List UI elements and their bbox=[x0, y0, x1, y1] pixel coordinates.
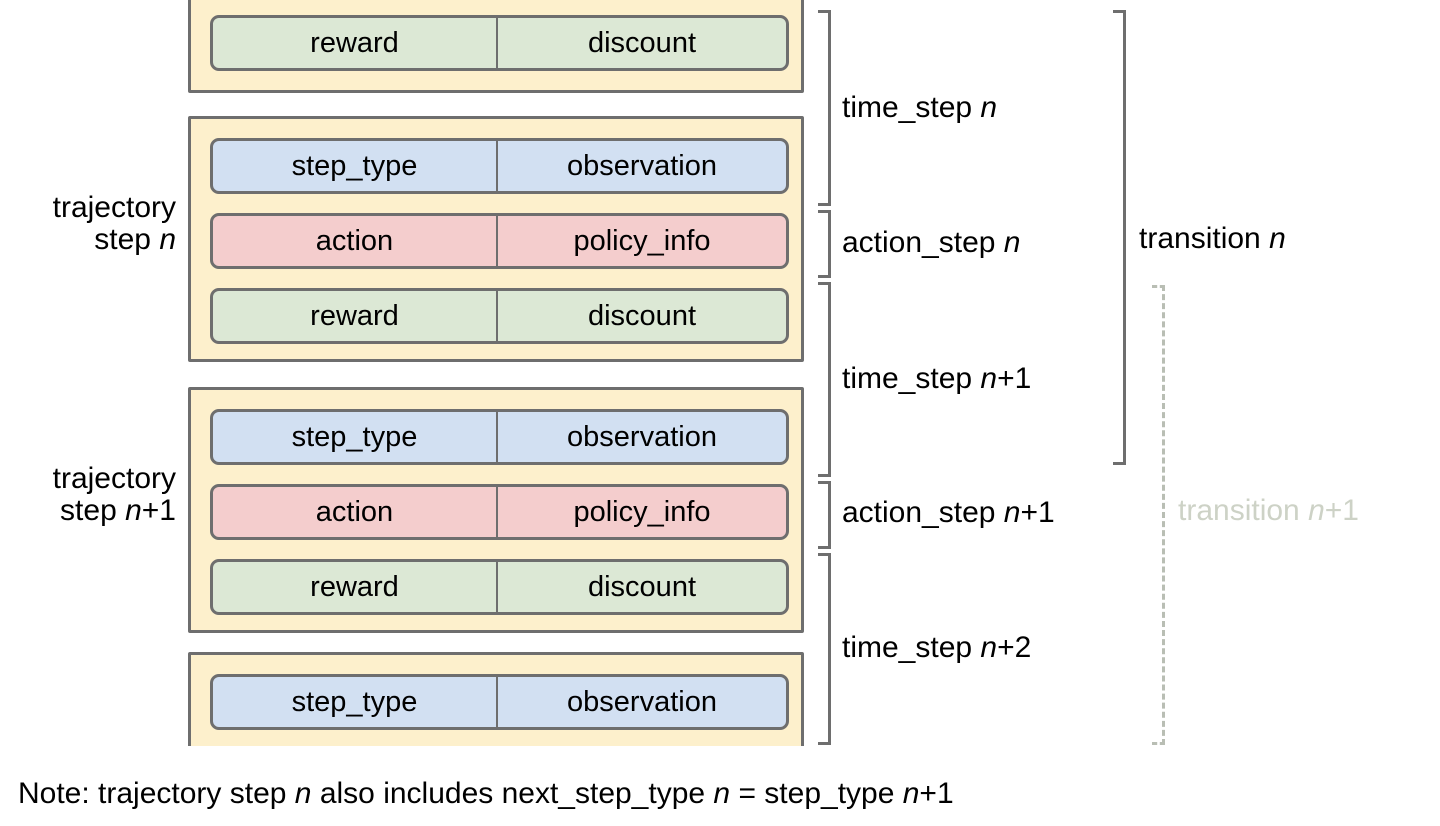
traj-label-var: n bbox=[125, 494, 142, 528]
blabel-suffix: +1 bbox=[1324, 494, 1359, 527]
row-action-n: action policy_info bbox=[210, 213, 789, 269]
cell-step-type: step_type bbox=[213, 141, 498, 191]
cell-step-type: step_type bbox=[213, 677, 498, 727]
row-reward-n1: reward discount bbox=[210, 288, 789, 344]
label-trajectory-step-n: trajectory step n bbox=[0, 191, 182, 257]
cell-discount: discount bbox=[587, 26, 696, 59]
cell-reward: reward bbox=[213, 18, 498, 68]
note-middle2: = step_type bbox=[730, 777, 903, 810]
blabel-suffix: +2 bbox=[997, 631, 1032, 664]
note-var1: n bbox=[294, 777, 312, 810]
bracket-action-step-n bbox=[818, 210, 831, 278]
cell-action: action bbox=[213, 216, 498, 266]
cell-observation: observation bbox=[567, 149, 717, 182]
blabel-text: action_step bbox=[842, 496, 1004, 529]
label-action-step-n: action_step n bbox=[842, 228, 1020, 258]
bracket-transition-n bbox=[1113, 10, 1126, 465]
traj-label-var: n bbox=[159, 223, 176, 257]
blabel-var: n bbox=[1003, 496, 1021, 529]
bottom-clip-mask bbox=[0, 746, 1440, 826]
cell-reward: reward bbox=[213, 291, 498, 341]
cell-policy-info: policy_info bbox=[573, 224, 711, 257]
cell-observation: observation bbox=[567, 685, 717, 718]
bottom-note: Note: trajectory step n also includes ne… bbox=[18, 779, 954, 809]
blabel-var: n bbox=[1003, 226, 1021, 259]
label-time-step-n: time_step n bbox=[842, 93, 997, 123]
note-var3: n bbox=[902, 777, 920, 810]
blabel-text: time_step bbox=[842, 631, 981, 664]
note-var2: n bbox=[713, 777, 731, 810]
blabel-suffix: +1 bbox=[997, 362, 1032, 395]
note-suffix: +1 bbox=[919, 777, 954, 810]
bracket-action-step-n-plus-1 bbox=[818, 481, 831, 549]
bracket-transition-n-plus-1 bbox=[1152, 285, 1165, 745]
traj-label-line2: step bbox=[94, 223, 160, 257]
row-steptype-n1: step_type observation bbox=[210, 409, 789, 465]
blabel-text: time_step bbox=[842, 91, 981, 124]
trajectory-group-partial-top: reward discount bbox=[188, 0, 804, 93]
row-steptype-n2: step_type observation bbox=[210, 674, 789, 730]
label-time-step-n-plus-1: time_step n+1 bbox=[842, 364, 1031, 394]
cell-reward: reward bbox=[213, 562, 498, 612]
blabel-text: transition bbox=[1178, 494, 1309, 527]
blabel-var: n bbox=[1269, 222, 1286, 255]
label-time-step-n-plus-2: time_step n+2 bbox=[842, 633, 1031, 663]
row-reward-n2: reward discount bbox=[210, 559, 789, 615]
bracket-time-step-n-plus-1 bbox=[818, 282, 831, 477]
cell-step-type: step_type bbox=[213, 412, 498, 462]
label-trajectory-step-n-plus-1: trajectory step n+1 bbox=[0, 462, 182, 528]
blabel-var: n bbox=[1308, 494, 1325, 527]
blabel-suffix: +1 bbox=[1020, 496, 1055, 529]
traj-label-line1: trajectory bbox=[52, 191, 176, 224]
traj-label-suffix: +1 bbox=[141, 494, 176, 528]
blabel-text: transition bbox=[1139, 222, 1270, 255]
blabel-var: n bbox=[980, 91, 998, 124]
label-action-step-n-plus-1: action_step n+1 bbox=[842, 498, 1055, 528]
cell-discount: discount bbox=[587, 299, 696, 332]
bracket-time-step-n-plus-2 bbox=[818, 553, 831, 745]
row-action-n1: action policy_info bbox=[210, 484, 789, 540]
blabel-var: n bbox=[980, 631, 998, 664]
blabel-text: action_step bbox=[842, 226, 1004, 259]
traj-label-line1: trajectory bbox=[52, 462, 176, 495]
blabel-var: n bbox=[980, 362, 998, 395]
label-transition-n: transition n bbox=[1139, 224, 1286, 254]
label-transition-n-plus-1: transition n+1 bbox=[1178, 496, 1359, 526]
note-prefix: Note: trajectory step bbox=[18, 777, 295, 810]
row-reward-n: reward discount bbox=[210, 15, 789, 71]
traj-label-line2: step bbox=[60, 494, 126, 528]
note-middle: also includes next_step_type bbox=[311, 777, 714, 810]
bracket-time-step-n bbox=[818, 10, 831, 206]
trajectory-group-n: step_type observation action policy_info… bbox=[188, 116, 804, 362]
row-steptype-n: step_type observation bbox=[210, 138, 789, 194]
cell-policy-info: policy_info bbox=[573, 495, 711, 528]
trajectory-group-partial-bottom: step_type observation bbox=[188, 652, 804, 802]
cell-observation: observation bbox=[567, 420, 717, 453]
cell-discount: discount bbox=[587, 570, 696, 603]
trajectory-group-n-plus-1: step_type observation action policy_info… bbox=[188, 387, 804, 633]
cell-action: action bbox=[213, 487, 498, 537]
blabel-text: time_step bbox=[842, 362, 981, 395]
